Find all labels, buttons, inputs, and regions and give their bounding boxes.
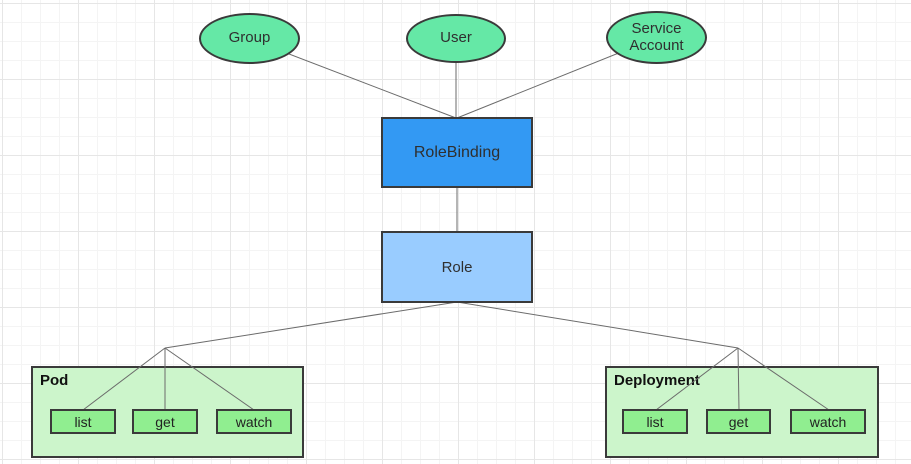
subject-node-user[interactable]: User [406,14,506,63]
verb-label: list [74,413,92,430]
resource-title-pod: Pod [40,372,69,389]
role-label: Role [441,258,473,276]
verb-box-deployment-get[interactable]: get [706,409,771,434]
edge-role-deployment [456,301,739,349]
subject-label-service-account: Service Account [629,19,684,54]
subject-node-group[interactable]: Group [199,13,300,64]
verb-box-deployment-list[interactable]: list [622,409,688,434]
edge-deployment-get [737,347,740,411]
edge-deployment-watch [737,347,830,411]
edge-pod-list [82,347,166,411]
verb-box-pod-get[interactable]: get [132,409,198,434]
verb-label: watch [235,413,273,430]
subject-label-group: Group [228,29,271,47]
subject-node-service-account[interactable]: Service Account [606,11,707,64]
resource-title-deployment: Deployment [614,372,700,389]
edge-role-pod [164,301,458,349]
verb-box-deployment-watch[interactable]: watch [790,409,866,434]
subject-label-user: User [440,29,472,47]
verb-label: get [155,413,175,430]
verb-label: watch [809,413,847,430]
rolebinding-label: RoleBinding [413,143,501,161]
verb-label: list [646,413,664,430]
role-node[interactable]: Role [381,231,533,303]
edge-pod-watch [164,347,255,411]
verb-box-pod-list[interactable]: list [50,409,116,434]
verb-label: get [728,413,749,430]
verb-box-pod-watch[interactable]: watch [216,409,292,434]
rolebinding-node[interactable]: RoleBinding [381,117,533,188]
edge-deployment-list [655,347,739,411]
